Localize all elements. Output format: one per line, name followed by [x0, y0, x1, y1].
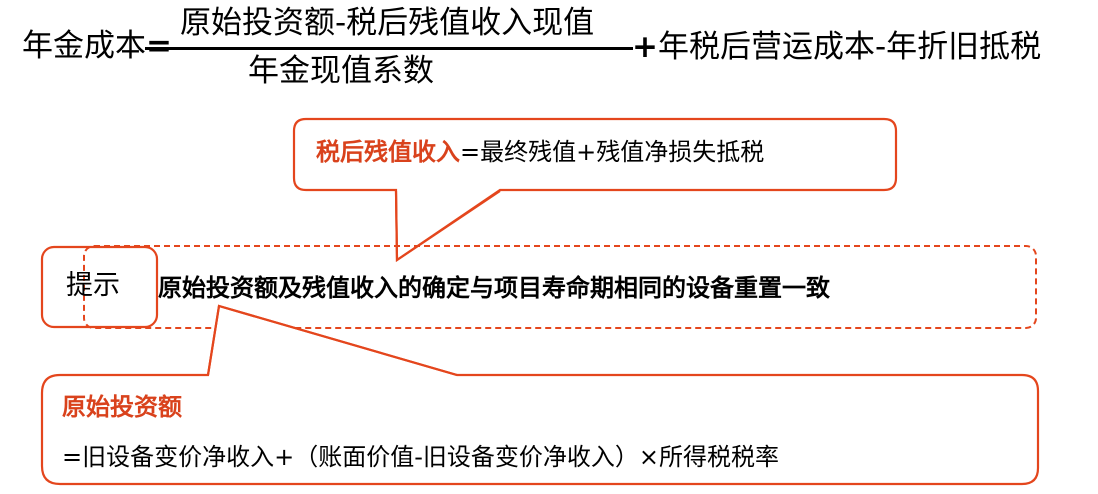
formula-equals: = [146, 28, 172, 64]
formula-denominator: 年金现值系数 [248, 53, 434, 89]
callout-investment-term: 原始投资额 [62, 392, 182, 421]
callout-salvage-text: 税后残值收入=最终残值+残值净损失抵税 [316, 134, 764, 170]
callout-investment-definition: =旧设备变价净收入+（账面价值-旧设备变价净收入）×所得税税率 [62, 443, 779, 471]
hint-dashed-box [83, 245, 1037, 329]
formula-rhs-term: 年税后营运成本-年折旧抵税 [657, 29, 1042, 65]
formula-numerator: 原始投资额-税后残值收入现值 [180, 5, 595, 41]
callout-salvage-tail [394, 190, 501, 263]
hint-label-box [40, 245, 159, 329]
callout-investment-tail [206, 304, 458, 377]
hint-label: 提示 [66, 270, 120, 301]
formula-lhs: 年金成本= [22, 26, 172, 66]
callout-salvage-term: 税后残值收入 [316, 137, 460, 166]
hint-text: 原始投资额及残值收入的确定与项目寿命期相同的设备重置一致 [158, 273, 830, 302]
annual-cost-formula: 年金成本= 原始投资额-税后残值收入现值 年金现值系数 +年税后营运成本-年折旧… [0, 0, 1098, 100]
callout-investment-bubble [40, 304, 1040, 486]
formula-plus: + [632, 29, 658, 65]
callout-salvage-definition: =最终残值+残值净损失抵税 [460, 138, 765, 166]
formula-rhs: +年税后营运成本-年折旧抵税 [632, 27, 1041, 67]
fraction-bar [145, 47, 633, 50]
formula-lhs-term: 年金成本 [22, 28, 146, 64]
